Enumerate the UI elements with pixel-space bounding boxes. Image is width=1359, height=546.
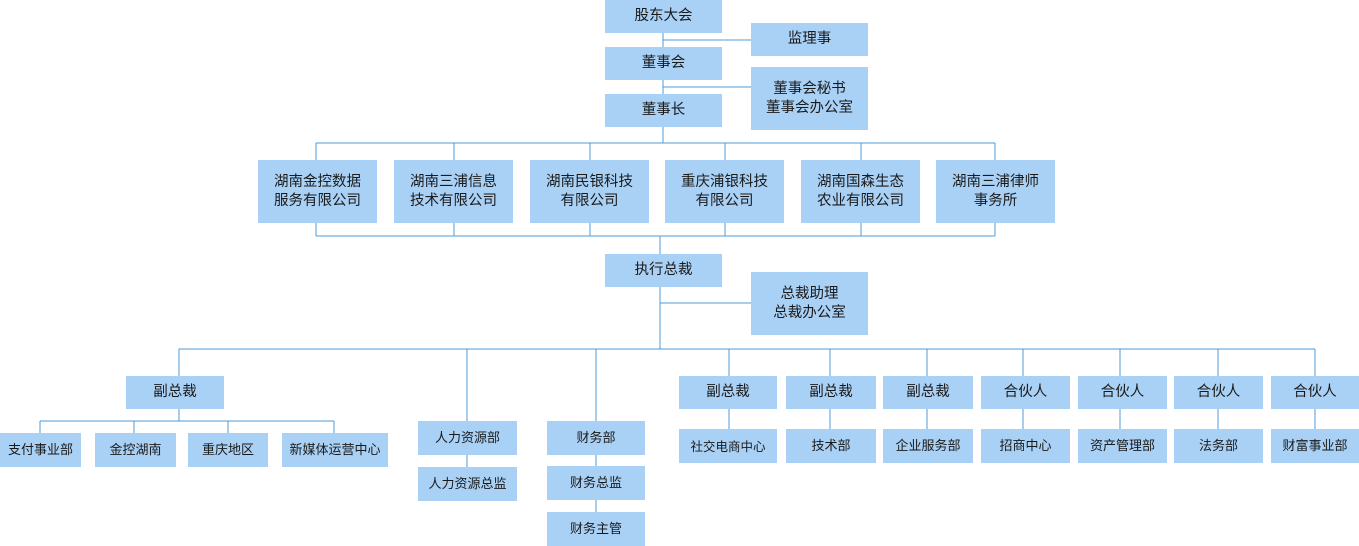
node-chairman: 董事长 — [605, 94, 722, 127]
node-label: 财富事业部 — [1282, 438, 1348, 454]
node-finance: 财务部 — [547, 421, 645, 455]
node-label: 监理事 — [787, 31, 832, 47]
node-partner3-c: 法务部 — [1174, 429, 1263, 463]
node-label: 财务部 — [576, 430, 616, 446]
node-label: 执行总裁 — [634, 262, 693, 278]
node-shareholders: 股东大会 — [605, 0, 722, 33]
node-label: 总裁助理 — [780, 285, 839, 302]
node-sub1: 湖南金控数据服务有限公司 — [258, 160, 377, 223]
node-label: 事务所 — [973, 192, 1018, 209]
node-sub2: 湖南三浦信息技术有限公司 — [394, 160, 513, 223]
node-label: 合伙人 — [1003, 384, 1048, 400]
node-hr-director: 人力资源总监 — [418, 467, 517, 501]
node-label: 资产管理部 — [1089, 438, 1155, 454]
node-label: 湖南国森生态 — [817, 173, 904, 190]
node-label: 法务部 — [1198, 438, 1238, 454]
node-vp3: 副总裁 — [786, 376, 876, 409]
node-label: 合伙人 — [1293, 384, 1337, 400]
node-partner3: 合伙人 — [1174, 376, 1263, 409]
node-label: 技术有限公司 — [410, 192, 497, 209]
node-board-secretary: 董事会秘书董事会办公室 — [751, 67, 868, 130]
node-label: 湖南三浦律师 — [952, 173, 1039, 190]
node-partner2-c: 资产管理部 — [1078, 429, 1167, 463]
node-label: 有限公司 — [560, 192, 619, 209]
node-vp1-c3: 重庆地区 — [188, 433, 268, 467]
node-label: 社交电商中心 — [690, 438, 766, 454]
node-vp4-c: 企业服务部 — [883, 429, 973, 463]
node-board: 董事会 — [605, 47, 722, 80]
node-vp2: 副总裁 — [679, 376, 777, 409]
node-vp4: 副总裁 — [883, 376, 973, 409]
node-sub6: 湖南三浦律师事务所 — [936, 160, 1055, 223]
node-label: 合伙人 — [1196, 384, 1241, 400]
node-sub3: 湖南民银科技有限公司 — [530, 160, 649, 223]
node-vp2-c: 社交电商中心 — [679, 429, 777, 463]
node-hr: 人力资源部 — [418, 421, 517, 455]
node-sub4: 重庆浦银科技有限公司 — [665, 160, 784, 223]
node-label: 湖南三浦信息 — [410, 173, 497, 190]
node-label: 支付事业部 — [7, 442, 73, 458]
node-label: 企业服务部 — [895, 438, 961, 454]
node-finance-director: 财务总监 — [547, 466, 645, 500]
node-label: 技术部 — [811, 438, 851, 454]
node-label: 湖南民银科技 — [546, 173, 633, 190]
node-partner1: 合伙人 — [981, 376, 1070, 409]
node-partner1-c: 招商中心 — [981, 429, 1070, 463]
node-label: 农业有限公司 — [817, 192, 904, 209]
node-vp1-c2: 金控湖南 — [95, 433, 176, 467]
node-label: 人力资源总监 — [428, 476, 507, 492]
node-partner4: 合伙人 — [1271, 376, 1359, 409]
node-ceo: 执行总裁 — [605, 254, 722, 287]
node-vp3-c: 技术部 — [786, 429, 876, 463]
node-label: 董事会办公室 — [766, 99, 853, 116]
node-vp1-c1: 支付事业部 — [0, 433, 81, 467]
node-finance-supervisor: 财务主管 — [547, 512, 645, 546]
node-ceo-assistant: 总裁助理总裁办公室 — [751, 272, 868, 335]
node-label: 副总裁 — [153, 384, 197, 400]
node-partner2: 合伙人 — [1078, 376, 1167, 409]
node-label: 副总裁 — [706, 384, 750, 400]
node-label: 湖南金控数据 — [274, 173, 361, 190]
node-label: 重庆地区 — [201, 442, 254, 458]
node-label: 重庆浦银科技 — [681, 173, 768, 190]
node-label: 合伙人 — [1100, 384, 1145, 400]
node-label: 总裁办公室 — [773, 304, 846, 321]
node-vp1-c4: 新媒体运营中心 — [282, 433, 388, 467]
node-supervisor: 监理事 — [751, 23, 868, 56]
node-label: 副总裁 — [906, 384, 950, 400]
node-label: 招商中心 — [999, 438, 1052, 454]
node-label: 董事长 — [641, 102, 686, 118]
node-label: 股东大会 — [634, 8, 693, 24]
node-label: 财务总监 — [569, 475, 622, 491]
node-vp1: 副总裁 — [126, 376, 224, 409]
node-label: 人力资源部 — [434, 430, 500, 446]
node-partner4-c: 财富事业部 — [1271, 429, 1359, 463]
node-label: 金控湖南 — [109, 442, 162, 458]
node-label: 新媒体运营中心 — [289, 442, 381, 458]
node-sub5: 湖南国森生态农业有限公司 — [801, 160, 920, 223]
node-label: 董事会 — [641, 55, 686, 71]
node-label: 服务有限公司 — [274, 192, 361, 209]
node-label: 董事会秘书 — [773, 80, 846, 97]
node-label: 副总裁 — [809, 384, 853, 400]
node-label: 有限公司 — [695, 192, 754, 209]
node-label: 财务主管 — [569, 521, 622, 537]
